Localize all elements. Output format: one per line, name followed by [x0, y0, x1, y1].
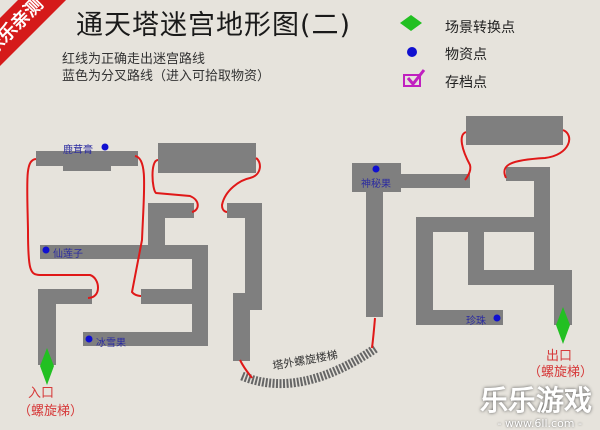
legend-item: 物资点	[445, 47, 487, 63]
item-label: 仙莲子	[53, 249, 83, 260]
exit-warp-icon	[556, 307, 570, 344]
legend-warp: 场景转换点	[445, 20, 515, 36]
item-label: 鹿茸膏	[63, 145, 93, 156]
maze-corridors	[36, 116, 572, 365]
checkbox-icon	[403, 69, 426, 87]
page-title: 通天塔迷宫地形图(二)	[76, 10, 352, 41]
item-label: 珍珠	[466, 316, 486, 327]
item-dot	[493, 314, 501, 322]
entrance-label: 入口	[28, 386, 55, 401]
item-label: 神秘果	[361, 179, 391, 190]
watermark-brand: 乐乐游戏	[479, 384, 592, 417]
legend-save: 存档点	[445, 75, 487, 91]
correct-route	[26, 129, 571, 379]
entrance-sub: （螺旋梯）	[18, 404, 84, 419]
item-dot	[85, 335, 93, 343]
item-label: 冰雪果	[96, 338, 126, 349]
item-dots	[42, 47, 501, 343]
note-red-route: 红线为正确走出迷宫路线	[62, 52, 206, 67]
warp-points	[40, 15, 570, 385]
note-blue-route: 蓝色为分叉路线（进入可拾取物资）	[62, 69, 271, 84]
blue-dot-icon	[407, 47, 417, 57]
exit-sub: （螺旋梯）	[528, 365, 594, 380]
item-dot	[42, 246, 50, 254]
item-dot	[101, 143, 109, 151]
green-diamond-icon	[400, 15, 422, 31]
exit-label: 出口	[546, 349, 573, 364]
outer-spiral-stairs	[240, 344, 379, 389]
watermark-url: - www.6ll.com -	[497, 417, 582, 430]
entrance-warp-icon	[40, 348, 54, 385]
item-dot	[372, 165, 380, 173]
